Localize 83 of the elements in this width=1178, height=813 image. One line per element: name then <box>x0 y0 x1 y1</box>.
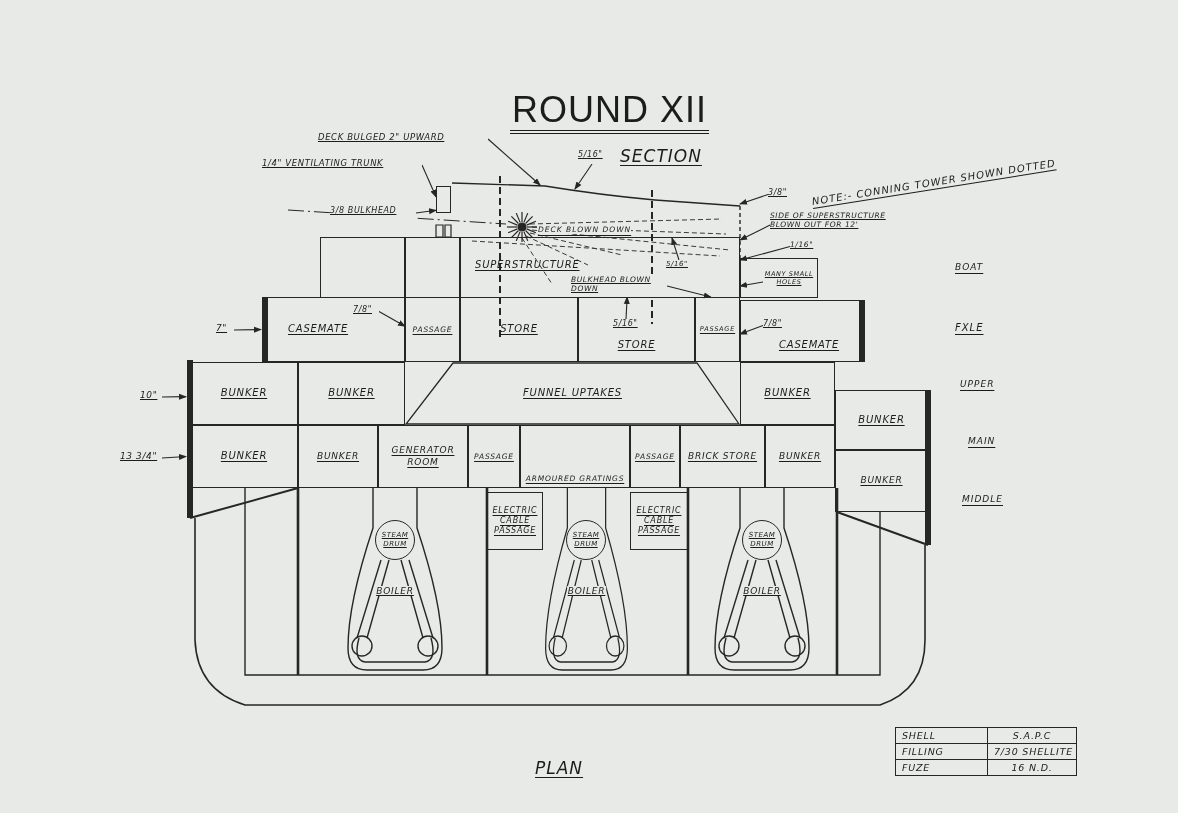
compartment-box <box>298 425 378 488</box>
leader-arrow <box>574 163 593 190</box>
drawing-label: SECTION <box>620 146 702 166</box>
steam-drum-circle <box>742 520 782 560</box>
compartment-box <box>405 237 460 298</box>
compartment-box <box>378 425 468 488</box>
compartment-label: BUNKER <box>220 450 268 463</box>
compartment-label: STORE <box>500 323 538 336</box>
drawing-label: UPPER <box>960 379 995 389</box>
compartment-label: CASEMATE <box>778 338 840 351</box>
boiler-label: BOILER <box>375 586 415 596</box>
compartment-box <box>265 297 405 362</box>
compartment-label: BUNKER <box>316 450 360 463</box>
compartment-label: BUNKER <box>778 450 822 463</box>
compartment-label: GENERATOR ROOM <box>390 445 456 468</box>
leader-arrow <box>161 393 187 400</box>
compartment-box <box>520 425 630 488</box>
drawing-label: PLAN <box>535 758 584 778</box>
leader-arrow <box>739 281 764 288</box>
compartment-box <box>298 362 405 425</box>
drawing-label: MIDDLE <box>962 494 1003 504</box>
compartment-box <box>740 300 862 362</box>
leader-arrow <box>739 224 771 241</box>
compartment-box <box>630 425 680 488</box>
table-cell: FILLING <box>896 744 988 760</box>
compartment-label: BUNKER <box>220 387 268 400</box>
table-cell: FUZE <box>896 760 988 775</box>
compartment-box <box>468 425 520 488</box>
compartment-label: BUNKER <box>764 387 811 400</box>
leader-arrow <box>487 138 541 186</box>
leader-arrow <box>739 193 769 205</box>
compartment-box <box>835 390 928 450</box>
compartment-box <box>405 297 460 362</box>
drawing-label: NOTE:- CONNING TOWER SHOWN DOTTED <box>811 157 1057 207</box>
compartment-label: STORE <box>617 338 656 351</box>
leader-arrow <box>378 310 406 327</box>
leader-arrow <box>623 296 630 320</box>
compartment-box <box>695 297 740 362</box>
compartment-box <box>460 297 578 362</box>
leader-arrow <box>666 285 712 299</box>
compartment-box <box>765 425 835 488</box>
drawing-label: FXLE <box>955 322 984 333</box>
table-cell: SHELL <box>896 728 988 744</box>
steam-drum-circle <box>566 520 606 560</box>
table-cell: S.A.P.C <box>988 728 1076 744</box>
leader-arrow <box>415 208 437 215</box>
compartment-label: FUNNEL UPTAKES <box>523 387 622 400</box>
boiler-label: BOILER <box>566 586 607 596</box>
compartment-box <box>436 186 451 213</box>
leader-arrow <box>671 237 680 261</box>
compartment-label: BUNKER <box>328 387 375 400</box>
compartment-box <box>320 237 405 298</box>
compartment-box <box>740 258 818 298</box>
annotation-text: 3/8 BULKHEAD <box>330 206 416 220</box>
drawing-label: BOAT <box>955 262 984 272</box>
compartment-box <box>740 362 835 425</box>
compartment-label: BUNKER <box>858 413 905 427</box>
diagram-title: ROUND XII <box>510 90 709 134</box>
compartment-box <box>680 425 765 488</box>
compartment-box <box>835 450 928 512</box>
table-cell: 7/30 SHELLITE <box>988 744 1076 760</box>
leader-arrow <box>739 245 791 262</box>
compartment-label: BUNKER <box>860 475 903 487</box>
drawing-label: MAIN <box>968 436 996 446</box>
compartment-box <box>578 297 695 362</box>
compartment-box <box>460 237 740 298</box>
leader-arrow <box>739 324 764 335</box>
leader-arrow <box>233 326 262 333</box>
compartment-box <box>487 492 543 550</box>
boiler-label: BOILER <box>742 586 782 596</box>
compartment-box <box>190 362 298 425</box>
compartment-label: SUPERSTRUCTURE <box>475 259 580 272</box>
leader-arrow <box>161 453 187 460</box>
compartment-label: BRICK STORE <box>687 450 758 463</box>
compartment-label: ELECTRIC CABLE PASSAGE <box>635 506 683 536</box>
compartment-label: ELECTRIC CABLE PASSAGE <box>491 506 539 536</box>
leader-arrow <box>421 164 437 198</box>
compartment-box <box>190 425 298 488</box>
steam-drum-circle <box>375 520 415 560</box>
table-cell-text: 16 N.D. <box>1010 761 1054 775</box>
annotation-text: 5/16" <box>578 150 606 164</box>
compartment-label: CASEMATE <box>288 323 349 336</box>
compartment-box <box>630 492 688 550</box>
